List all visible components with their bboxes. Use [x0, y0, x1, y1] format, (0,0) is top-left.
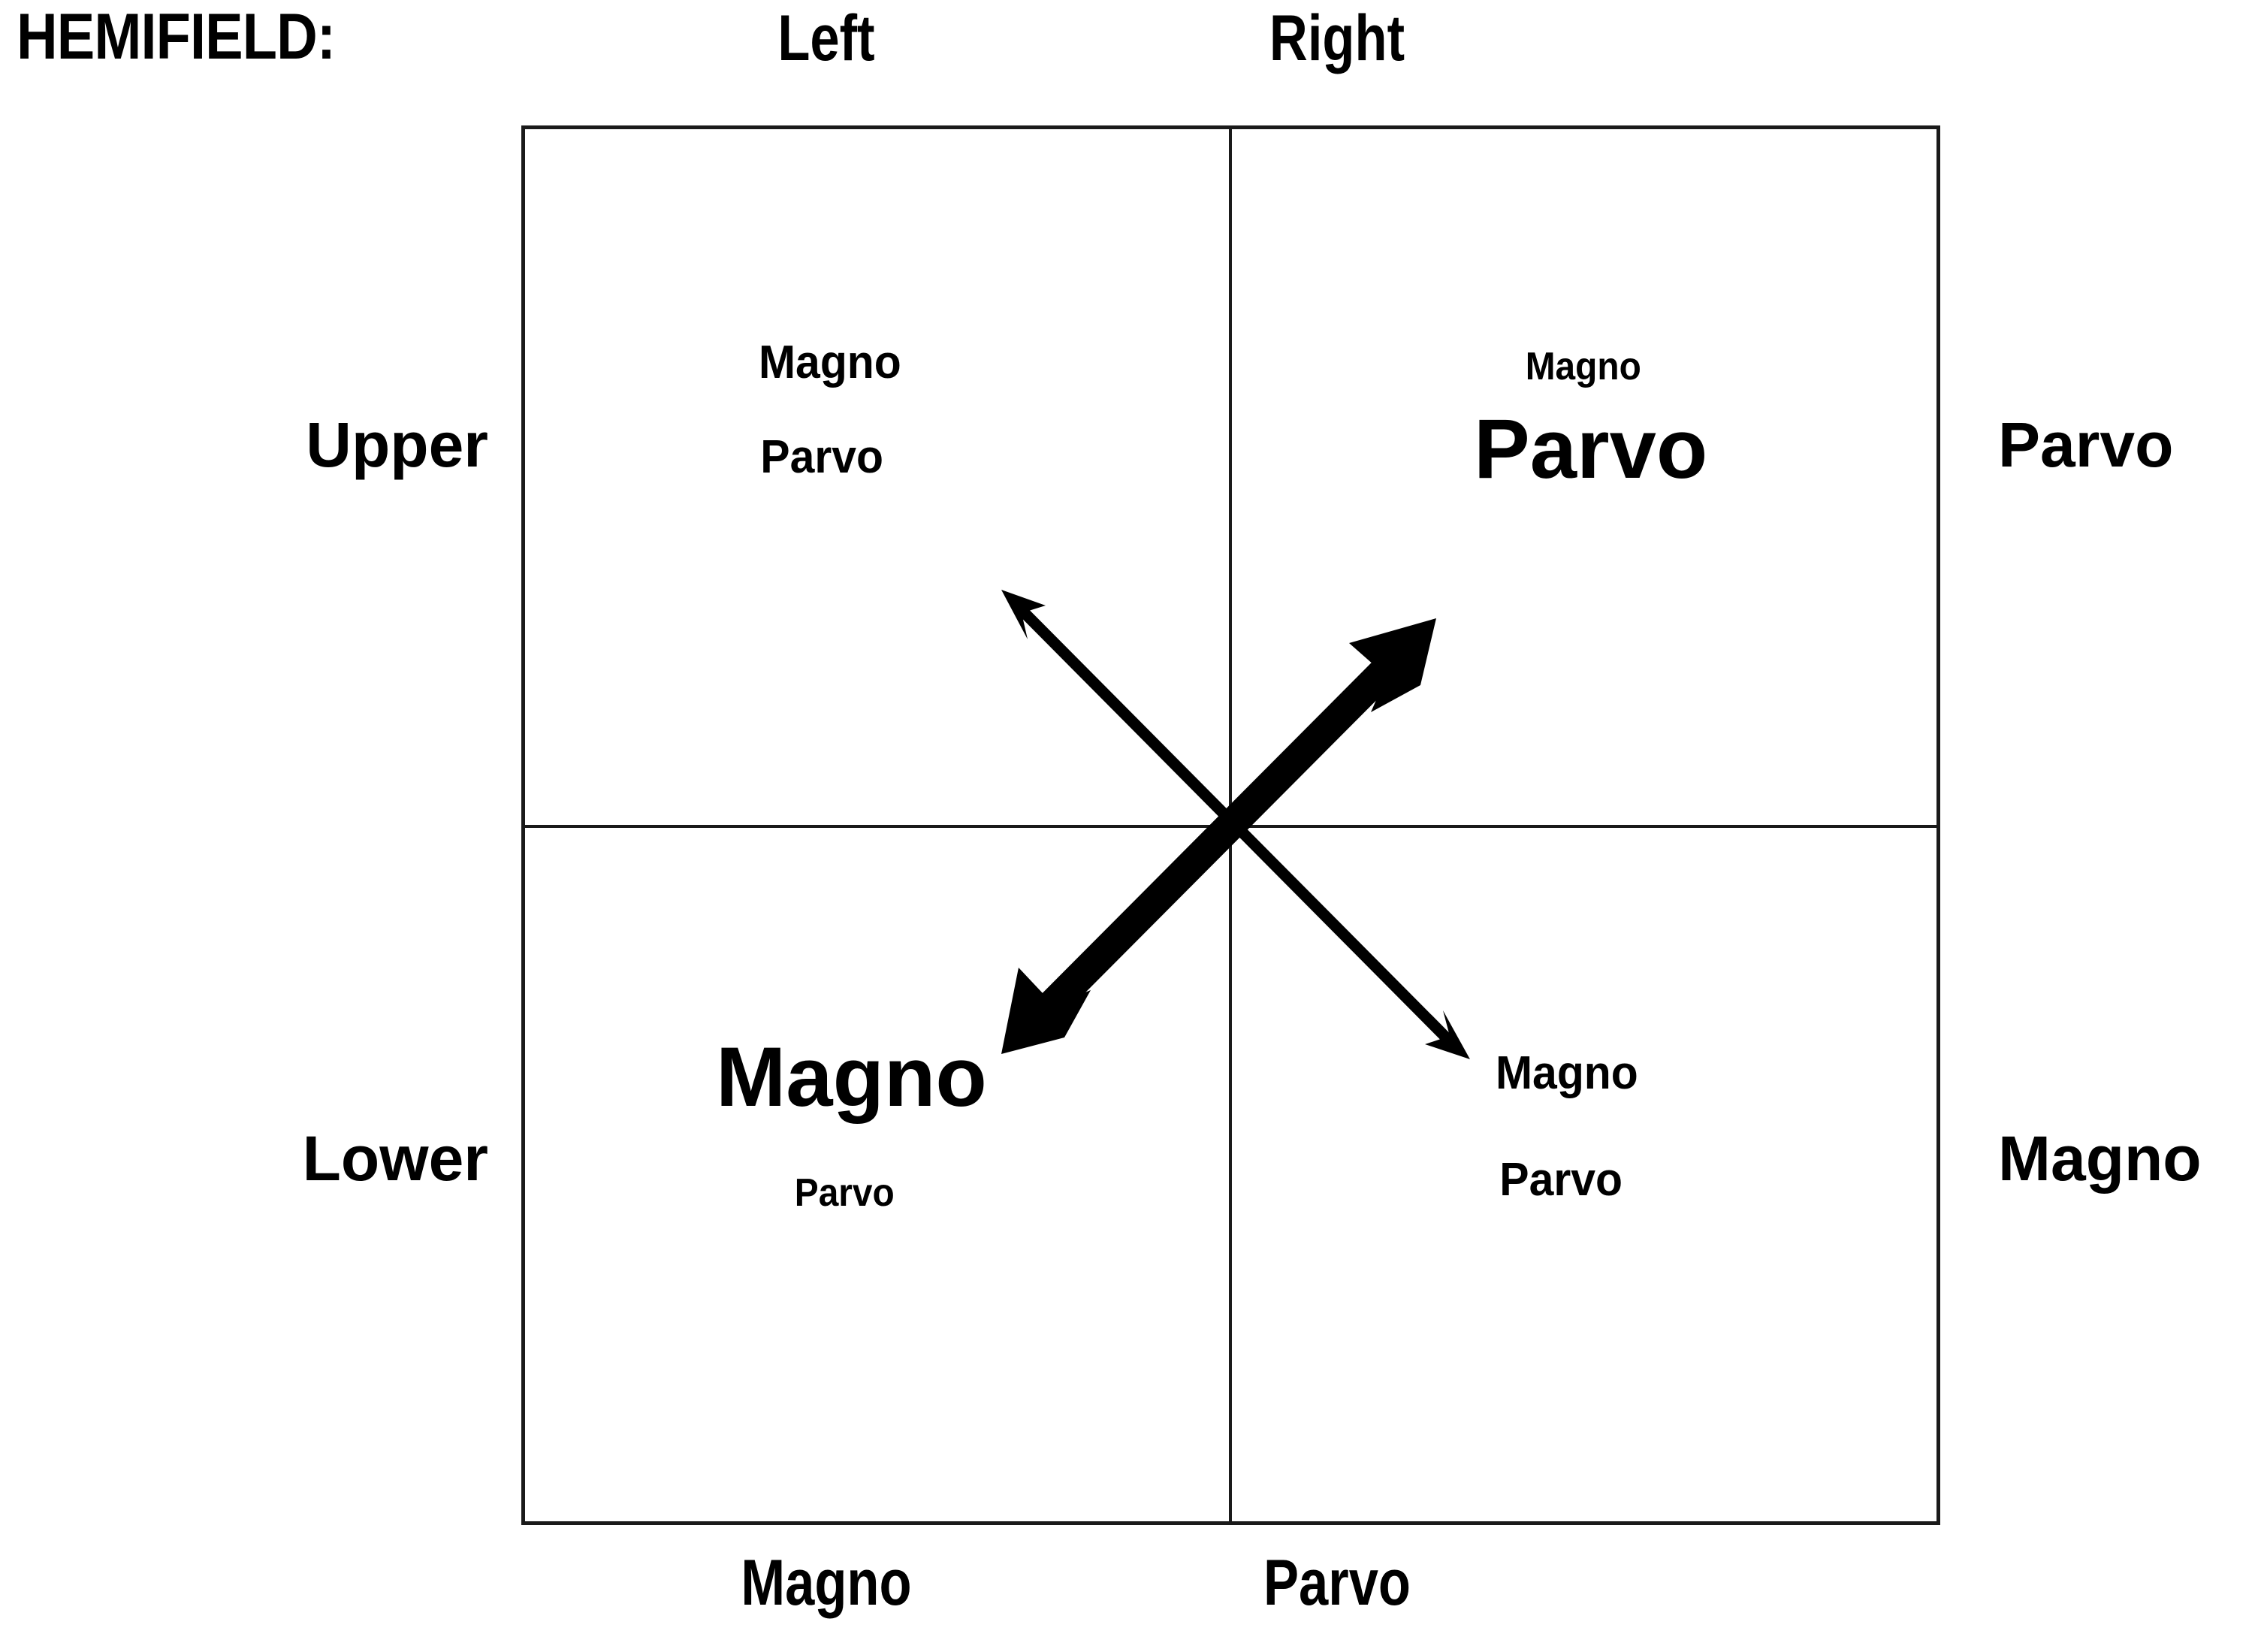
- column-tag-left-magno: Magno: [741, 1547, 912, 1619]
- quadrant-lower-left-magno: Magno: [716, 1030, 987, 1124]
- quadrant-lower-right-magno: Magno: [1495, 1047, 1638, 1099]
- row-header-lower: Lower: [302, 1123, 488, 1194]
- column-header-left: Left: [777, 2, 875, 74]
- row-tag-upper-parvo: Parvo: [1998, 409, 2174, 480]
- horizontal-meridian-divider: [521, 825, 1940, 828]
- hemifield-label: HEMIFIELD:: [17, 1, 336, 73]
- quadrant-lower-right-parvo: Parvo: [1499, 1154, 1623, 1206]
- row-header-upper: Upper: [306, 409, 488, 480]
- quadrant-upper-right-parvo: Parvo: [1474, 402, 1708, 496]
- quadrant-upper-left-magno: Magno: [758, 337, 901, 388]
- column-header-right: Right: [1269, 2, 1405, 74]
- quadrant-lower-left-parvo: Parvo: [794, 1171, 895, 1215]
- row-tag-lower-magno: Magno: [1998, 1123, 2202, 1194]
- quadrant-upper-left-parvo: Parvo: [760, 431, 884, 483]
- quadrant-upper-right-magno: Magno: [1525, 345, 1641, 388]
- column-tag-right-parvo: Parvo: [1263, 1547, 1411, 1619]
